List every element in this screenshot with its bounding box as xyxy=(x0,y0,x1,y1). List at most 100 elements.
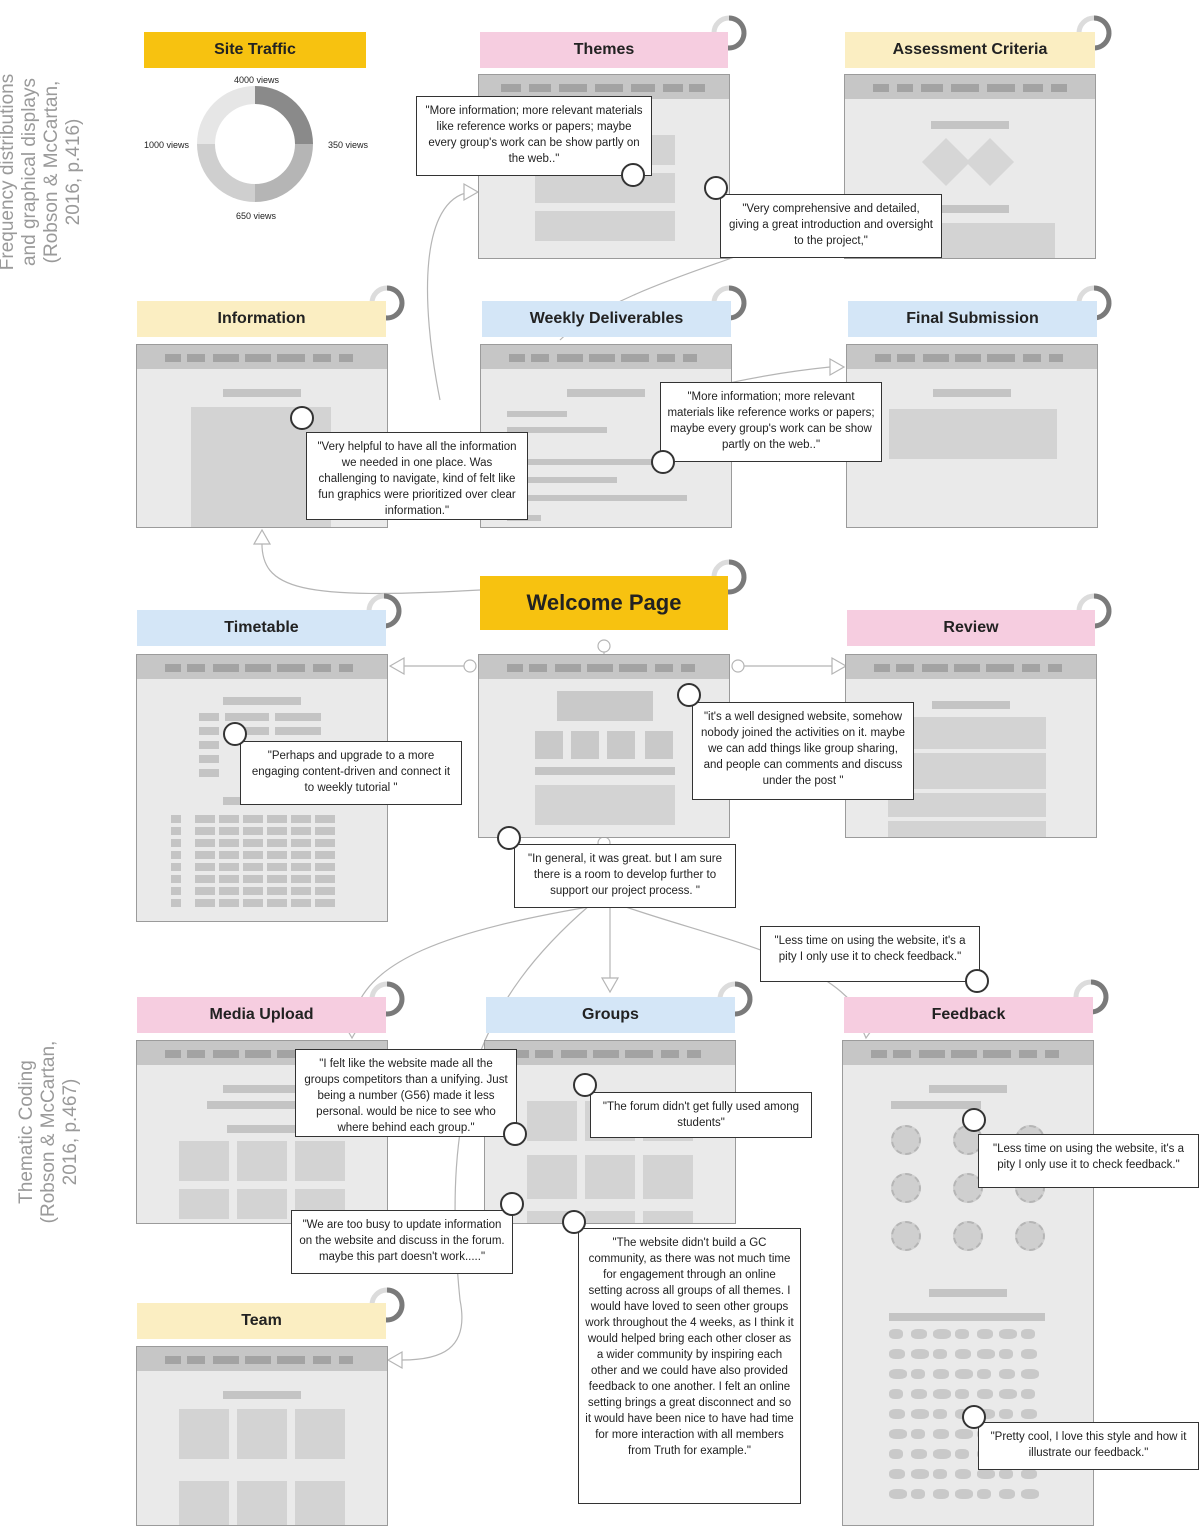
annotation-dot xyxy=(290,406,314,430)
timetable-cell xyxy=(243,887,263,895)
site-traffic-donut-chart xyxy=(197,86,313,202)
annotation-dot xyxy=(223,722,247,746)
timetable-cell xyxy=(315,863,335,871)
timetable-cell xyxy=(267,875,287,883)
feedback-flower-icon xyxy=(891,1125,921,1155)
feedback-blob-icon xyxy=(933,1349,947,1359)
annotation-dot xyxy=(562,1210,586,1234)
quote-note: "The website didn't build a GC community… xyxy=(578,1228,801,1504)
quote-note: "More information; more relevant materia… xyxy=(416,96,652,176)
team-header: Team xyxy=(137,1303,386,1339)
feedback-blob-icon xyxy=(1021,1349,1037,1359)
timetable-cell xyxy=(219,899,239,907)
feedback-blob-icon xyxy=(911,1349,929,1359)
traffic-label-right: 350 views xyxy=(328,140,369,150)
media-header: Media Upload xyxy=(137,997,386,1033)
timetable-cell xyxy=(171,887,181,895)
assessment-header: Assessment Criteria xyxy=(845,32,1095,68)
timetable-cell xyxy=(291,899,311,907)
annotation-dot xyxy=(962,1108,986,1132)
timetable-cell xyxy=(315,887,335,895)
annotation-dot xyxy=(500,1192,524,1216)
timetable-cell xyxy=(195,863,215,871)
feedback-blob-icon xyxy=(977,1349,995,1359)
timetable-cell xyxy=(291,863,311,871)
timetable-cell xyxy=(267,887,287,895)
feedback-blob-icon xyxy=(889,1469,905,1479)
timetable-cell xyxy=(243,827,263,835)
annotation-dot xyxy=(621,163,645,187)
review-header: Review xyxy=(847,610,1095,646)
feedback-blob-icon xyxy=(977,1369,991,1379)
welcome-header: Welcome Page xyxy=(480,576,728,630)
quote-note: "We are too busy to update information o… xyxy=(291,1210,513,1274)
feedback-blob-icon xyxy=(911,1389,927,1399)
timetable-cell xyxy=(267,815,287,823)
annotation-dot xyxy=(651,450,675,474)
feedback-blob-icon xyxy=(911,1469,929,1479)
themes-header: Themes xyxy=(480,32,728,68)
timetable-cell xyxy=(219,851,239,859)
timetable-cell xyxy=(291,827,311,835)
feedback-blob-icon xyxy=(911,1449,927,1459)
timetable-cell xyxy=(243,899,263,907)
feedback-blob-icon xyxy=(933,1409,947,1419)
feedback-blob-icon xyxy=(889,1369,907,1379)
timetable-cell xyxy=(291,887,311,895)
timetable-cell xyxy=(195,899,215,907)
feedback-blob-icon xyxy=(999,1409,1013,1419)
timetable-cell xyxy=(291,839,311,847)
quote-note: "In general, it was great. but I am sure… xyxy=(514,844,736,908)
quote-note: "Less time on using the website, it's a … xyxy=(978,1134,1199,1188)
timetable-cell xyxy=(315,827,335,835)
feedback-blob-icon xyxy=(933,1429,949,1439)
timetable-cell xyxy=(315,851,335,859)
feedback-blob-icon xyxy=(977,1469,995,1479)
feedback-header: Feedback xyxy=(844,997,1093,1033)
annotation-dot xyxy=(677,683,701,707)
feedback-blob-icon xyxy=(999,1489,1015,1499)
feedback-blob-icon xyxy=(889,1389,903,1399)
feedback-blob-icon xyxy=(911,1329,927,1339)
timetable-cell xyxy=(171,851,181,859)
timetable-cell xyxy=(195,815,215,823)
timetable-cell xyxy=(267,839,287,847)
final-submission-wireframe xyxy=(846,344,1098,528)
feedback-blob-icon xyxy=(911,1409,929,1419)
quote-note: "Pretty cool, I love this style and how … xyxy=(978,1422,1199,1470)
timetable-cell xyxy=(171,875,181,883)
feedback-blob-icon xyxy=(977,1489,991,1499)
timetable-cell xyxy=(291,851,311,859)
feedback-blob-icon xyxy=(955,1429,973,1439)
timetable-cell xyxy=(219,875,239,883)
timetable-cell xyxy=(243,851,263,859)
timetable-cell xyxy=(315,839,335,847)
annotation-dot xyxy=(503,1122,527,1146)
timetable-cell xyxy=(171,827,181,835)
feedback-blob-icon xyxy=(933,1449,951,1459)
timetable-cell xyxy=(243,839,263,847)
timetable-cell xyxy=(171,839,181,847)
timetable-cell xyxy=(315,899,335,907)
site-traffic-title: Site Traffic xyxy=(144,32,366,68)
feedback-blob-icon xyxy=(933,1469,947,1479)
timetable-cell xyxy=(195,887,215,895)
feedback-blob-icon xyxy=(977,1409,995,1419)
feedback-blob-icon xyxy=(889,1449,903,1459)
feedback-blob-icon xyxy=(955,1329,969,1339)
feedback-blob-icon xyxy=(889,1409,905,1419)
groups-header: Groups xyxy=(486,997,735,1033)
feedback-blob-icon xyxy=(1021,1409,1037,1419)
timetable-cell xyxy=(171,899,181,907)
feedback-blob-icon xyxy=(933,1329,951,1339)
feedback-blob-icon xyxy=(955,1449,969,1459)
feedback-blob-icon xyxy=(889,1429,907,1439)
annotation-dot xyxy=(497,826,521,850)
timetable-cell xyxy=(291,815,311,823)
annotation-dot xyxy=(962,1405,986,1429)
timetable-cell xyxy=(243,875,263,883)
timetable-cell xyxy=(219,887,239,895)
feedback-blob-icon xyxy=(999,1389,1017,1399)
timetable-cell xyxy=(219,839,239,847)
